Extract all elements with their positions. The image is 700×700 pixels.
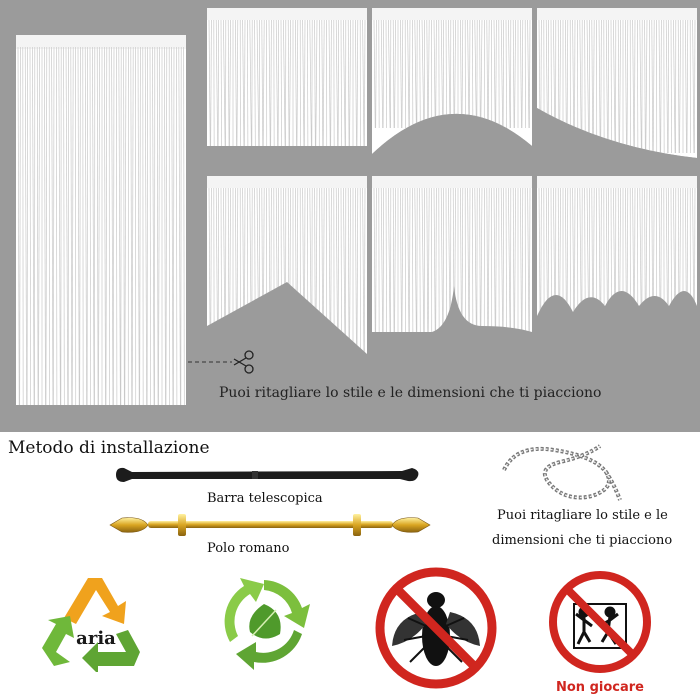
- curtain-style-slope: [537, 8, 697, 174]
- curtain-full-panel: [16, 35, 186, 405]
- curtain-showcase: Puoi ritagliare lo stile e le dimensioni…: [0, 0, 700, 432]
- telescopic-label: Barra telescopica: [207, 491, 323, 506]
- rope-caption-line1: Puoi ritagliare lo stile e le: [497, 508, 668, 523]
- recycle-aria-text: aria: [76, 628, 116, 649]
- scissors-cut-line: [188, 350, 254, 374]
- installation-heading: Metodo di installazione: [8, 438, 210, 458]
- roman-rod-icon: [109, 514, 431, 536]
- recycle-aria-icon: aria: [42, 578, 140, 672]
- no-insects-icon: [375, 567, 497, 689]
- curtain-style-inverted-v: [207, 176, 367, 356]
- roman-label: Polo romano: [207, 541, 290, 556]
- rope-caption-line2: dimensioni che ti piacciono: [492, 533, 673, 548]
- curtain-full-strings: [16, 35, 186, 405]
- scissors-icon: [233, 350, 254, 374]
- eco-leaf-icon: [224, 578, 310, 670]
- no-play-label: Non giocare: [556, 680, 644, 695]
- curtain-style-scallop: [537, 176, 697, 336]
- curtain-style-straight: [207, 8, 367, 146]
- telescopic-rod-icon: [116, 467, 419, 482]
- no-playing-icon: [549, 571, 651, 673]
- curtain-style-arch: [372, 8, 532, 154]
- top-caption: Puoi ritagliare lo stile e le dimensioni…: [219, 385, 602, 401]
- curtain-style-center-split: [372, 176, 532, 336]
- children-figures-icon: [575, 606, 619, 645]
- rope-icon: [502, 444, 622, 501]
